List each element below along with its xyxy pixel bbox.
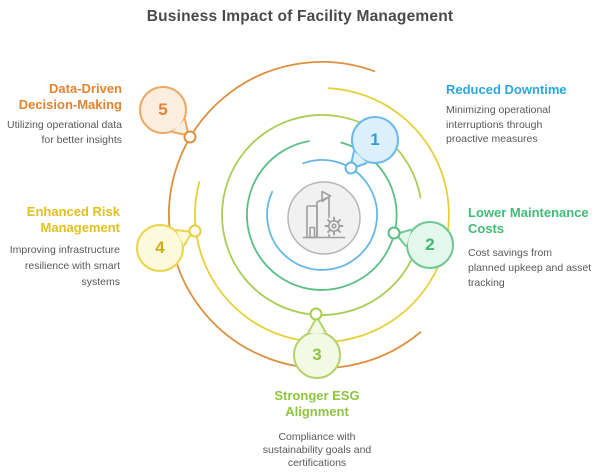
bubble-5-number: 5 [158, 100, 168, 119]
bubble-4-number: 4 [155, 238, 165, 257]
item-4-heading: Enhanced Risk Management [26, 204, 120, 235]
item-1-heading: Reduced Downtime [446, 82, 567, 97]
page-title: Business Impact of Facility Management [146, 8, 454, 25]
connector-dot-4 [188, 224, 202, 238]
gear-teeth [324, 216, 344, 236]
facility-building-gear-icon [302, 190, 346, 239]
item-2-textblock: Lower Maintenance Costs Cost savings fro… [468, 205, 596, 291]
connector-dot-1 [344, 161, 358, 175]
bubble-4: 4 [136, 224, 184, 272]
center-circle [287, 181, 361, 255]
item-4-description: Improving infrastructure resilience with… [9, 244, 120, 288]
item-1-textblock: Reduced Downtime Minimizing operational … [446, 82, 571, 147]
item-5-description: Utilizing operational data for better in… [7, 119, 122, 147]
item-4-textblock: Enhanced Risk Management Improving infra… [0, 204, 120, 290]
ring-arc-5 [168, 61, 422, 369]
ring-arc-4 [194, 87, 450, 343]
item-5-heading: Data-Driven Decision-Making [18, 81, 122, 112]
item-3-textblock: Stronger ESG Alignment Compliance with s… [237, 388, 397, 471]
item-5-textblock: Data-Driven Decision-Making Utilizing op… [0, 81, 122, 148]
bubble-3-number: 3 [312, 345, 322, 364]
bubble-1: 1 [351, 116, 399, 164]
bubble-3: 3 [293, 331, 341, 379]
bubble-1-number: 1 [370, 130, 380, 149]
ring-arc-1 [266, 159, 378, 271]
connector-dot-3 [309, 307, 323, 321]
bubble-5: 5 [139, 86, 187, 134]
item-1-description: Minimizing operational interruptions thr… [446, 103, 551, 146]
connector-dot-5 [183, 130, 197, 144]
item-2-heading: Lower Maintenance Costs [468, 205, 589, 236]
bubble-2-number: 2 [425, 235, 435, 254]
item-3-heading: Stronger ESG Alignment [274, 388, 360, 419]
connector-dot-2 [387, 226, 401, 240]
bubble-2: 2 [406, 221, 454, 269]
item-3-description: Compliance with sustainability goals and… [262, 431, 372, 470]
item-2-description: Cost savings from planned upkeep and ass… [468, 247, 592, 289]
